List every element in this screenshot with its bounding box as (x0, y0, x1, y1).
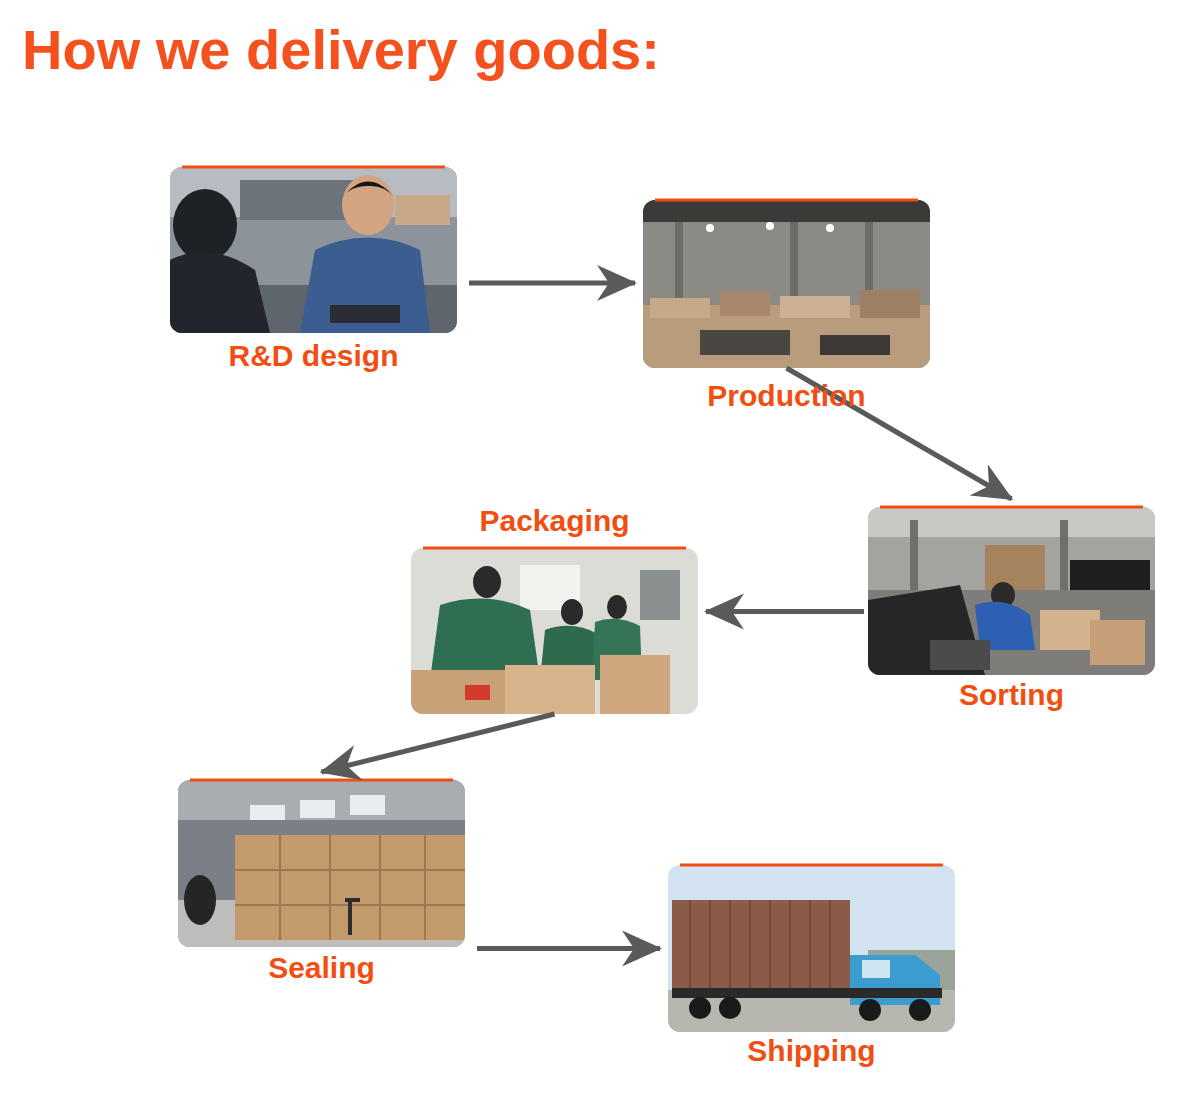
production-photo (643, 200, 930, 368)
flow-arrow (706, 609, 864, 614)
step-caption: Production (707, 379, 865, 414)
photo-step-box: Sorting (868, 507, 1155, 713)
photo-area (411, 548, 698, 714)
step-caption: Packaging (479, 504, 629, 539)
flow-arrow (469, 281, 635, 286)
rd-photo (170, 167, 457, 333)
photo-area (178, 780, 465, 947)
photo-area (868, 507, 1155, 675)
flow-arrow (322, 714, 555, 772)
page-title: How we delivery goods: (22, 18, 660, 82)
step-caption: R&D design (228, 339, 398, 374)
photo-step-box: Shipping (668, 865, 955, 1069)
shipping-photo (668, 865, 955, 1032)
sorting-photo (868, 507, 1155, 675)
packaging-photo (411, 548, 698, 714)
flow-arrow (477, 946, 660, 951)
photo-area (668, 865, 955, 1032)
photo-step-box: Production (643, 200, 930, 414)
photo-step-box: R&D design (170, 167, 457, 374)
photo-area (643, 200, 930, 368)
step-caption: Shipping (747, 1034, 875, 1069)
photo-step-box: Sealing (178, 780, 465, 986)
photo-step-box: Packaging (411, 504, 698, 715)
photo-area (170, 167, 457, 333)
step-caption: Sealing (268, 951, 375, 986)
sealing-photo (178, 780, 465, 947)
step-caption: Sorting (959, 678, 1064, 713)
